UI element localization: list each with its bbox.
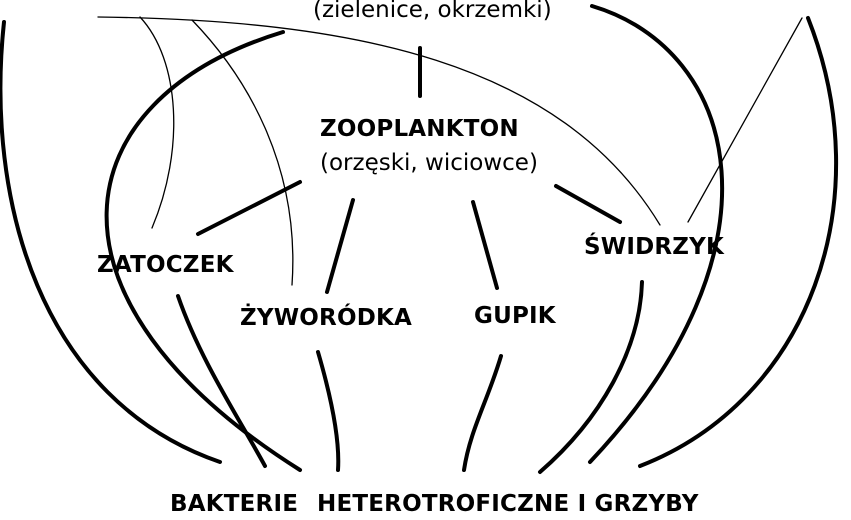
- outer-right-arc: [638, 16, 839, 468]
- thin-zatoczek-line: [139, 16, 175, 229]
- thin-zyworodka-line: [191, 19, 294, 286]
- outer-left-arc: [0, 20, 222, 464]
- link-zoo-swidrzyk: [554, 184, 622, 224]
- zatoczek-label: ZATOCZEK: [97, 252, 234, 278]
- swidrzyk-label: ŚWIDRZYK: [584, 234, 725, 260]
- bakterie-label: BAKTERIE: [170, 491, 299, 517]
- zooplankton-sub-label: (orzęski, wiciowce): [320, 150, 538, 176]
- gupik-label: GUPIK: [474, 303, 556, 329]
- heterotroficzne-label: HETEROTROFICZNE I GRZYBY: [317, 491, 699, 517]
- link-zoo-zyworodka: [325, 198, 355, 294]
- link-zatoczek-bakterie: [176, 294, 267, 468]
- link-zyworodka-bakterie: [316, 350, 341, 472]
- phytoplankton-sub-label: (zielenice, okrzemki): [313, 0, 552, 23]
- zyworodka-label: ŻYWORÓDKA: [240, 305, 413, 331]
- thin-top-sweep: [97, 16, 661, 226]
- link-zoo-gupik: [471, 200, 499, 290]
- zooplankton-title-label: ZOOPLANKTON: [320, 116, 519, 142]
- right-inner-arc: [588, 4, 725, 464]
- link-swidrzyk-bakterie: [538, 280, 644, 474]
- link-gupik-bakterie: [462, 354, 503, 472]
- thin-swidrzyk-line: [687, 17, 803, 223]
- link-zoo-zatoczek: [196, 180, 302, 236]
- left-inner-arc: [104, 30, 302, 472]
